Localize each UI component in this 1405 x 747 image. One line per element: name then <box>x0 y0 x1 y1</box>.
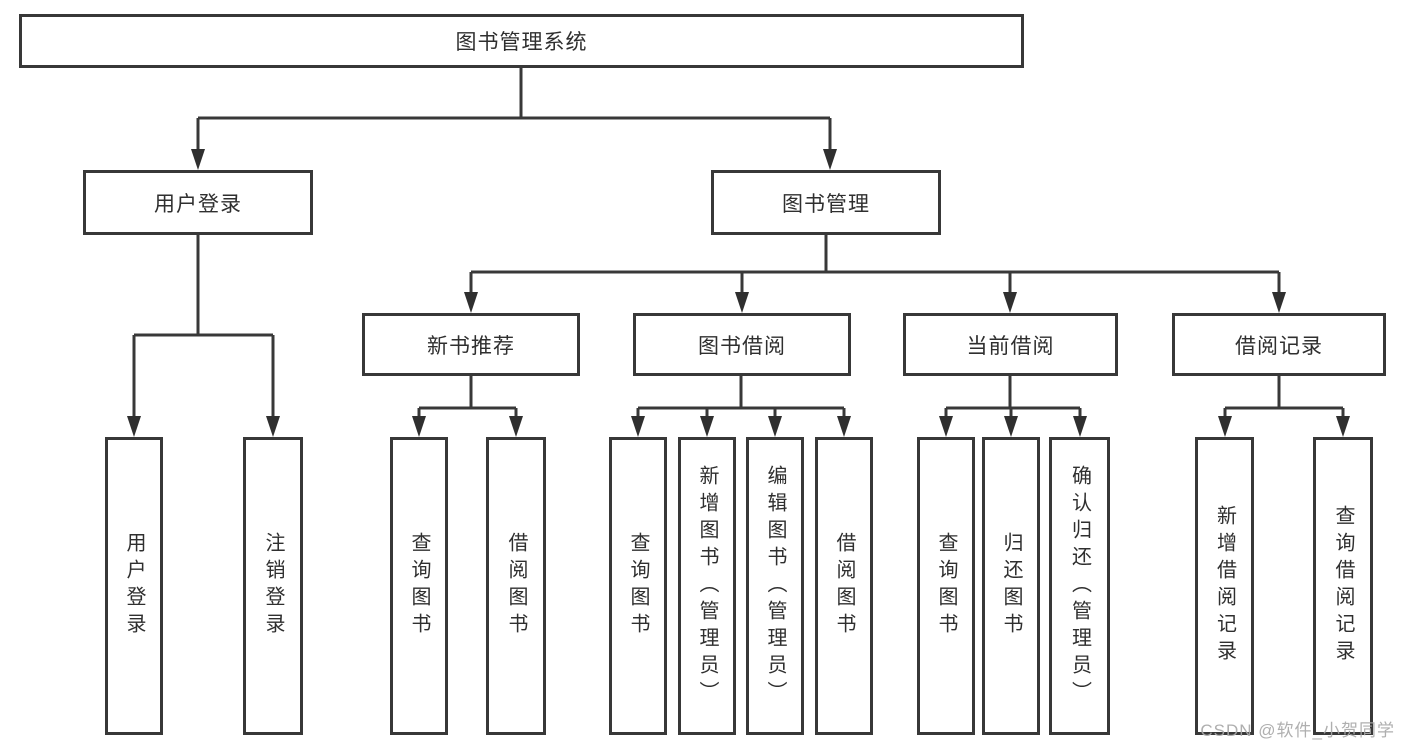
leaf-label: 新增图书（管理员） <box>696 464 718 708</box>
leaf-label: 查询图书 <box>408 532 430 640</box>
leaf-label: 查询图书 <box>935 532 957 640</box>
node-label: 借阅记录 <box>1235 334 1323 358</box>
arrowheads-current-borrow-subtree <box>939 416 1087 437</box>
leaf-user-login: 用户登录 <box>105 437 163 735</box>
leaf-label: 用户登录 <box>123 532 145 640</box>
leaf-query-books-current: 查询图书 <box>917 437 975 735</box>
leaf-label: 查询借阅记录 <box>1332 505 1354 667</box>
arrowheads-level2 <box>191 149 837 170</box>
leaf-query-books-borrow: 查询图书 <box>609 437 667 735</box>
leaf-confirm-return-admin: 确认归还（管理员） <box>1049 437 1110 735</box>
node-book-management: 图书管理 <box>711 170 941 235</box>
connector-user-login-subtree <box>132 235 275 419</box>
node-library-management-system: 图书管理系统 <box>19 14 1024 68</box>
connector-borrow-records-subtree <box>1223 376 1345 420</box>
leaf-label: 查询图书 <box>627 532 649 640</box>
leaf-label: 新增借阅记录 <box>1213 505 1236 667</box>
leaf-borrow-books: 借阅图书 <box>815 437 873 735</box>
leaf-query-books-recommend: 查询图书 <box>390 437 448 735</box>
node-label: 图书借阅 <box>698 334 786 358</box>
leaf-label: 归还图书 <box>1000 532 1022 640</box>
leaf-return-book: 归还图书 <box>982 437 1040 735</box>
node-label: 用户登录 <box>154 192 242 216</box>
node-user-login: 用户登录 <box>83 170 313 235</box>
arrowheads-new-book-subtree <box>412 416 523 437</box>
leaf-label: 借阅图书 <box>833 532 855 640</box>
arrowheads-borrow-records-subtree <box>1218 416 1350 437</box>
node-label: 图书管理 <box>782 192 870 216</box>
node-new-book-recommendation: 新书推荐 <box>362 313 580 376</box>
leaf-add-borrow-record: 新增借阅记录 <box>1195 437 1254 735</box>
leaf-label: 注销登录 <box>262 532 284 640</box>
leaf-edit-book-admin: 编辑图书（管理员） <box>746 437 804 735</box>
arrowheads-book-borrow-subtree <box>631 416 851 437</box>
leaf-logout: 注销登录 <box>243 437 303 735</box>
node-label: 当前借阅 <box>966 334 1055 358</box>
arrowheads-level3 <box>464 292 1286 313</box>
connector-book-mgmt-to-level3 <box>469 235 1281 296</box>
node-label: 图书管理系统 <box>455 31 588 54</box>
node-book-borrowing: 图书借阅 <box>633 313 851 376</box>
csdn-watermark: CSDN @软件_小贺同学 <box>1200 721 1395 740</box>
connector-current-borrow-subtree <box>944 376 1082 420</box>
node-label: 新书推荐 <box>427 334 515 358</box>
arrowheads-user-login-subtree <box>127 416 280 437</box>
connector-root-to-level2 <box>196 68 832 152</box>
leaf-label: 编辑图书（管理员） <box>764 464 786 708</box>
node-current-borrowing: 当前借阅 <box>903 313 1118 376</box>
connector-new-book-subtree <box>417 376 518 420</box>
node-borrowing-records: 借阅记录 <box>1172 313 1386 376</box>
leaf-label: 确认归还（管理员） <box>1068 464 1091 708</box>
connector-book-borrow-subtree <box>636 376 846 420</box>
leaf-label: 借阅图书 <box>505 532 527 640</box>
leaf-add-book-admin: 新增图书（管理员） <box>678 437 736 735</box>
leaf-borrow-books-recommend: 借阅图书 <box>486 437 546 735</box>
leaf-query-borrow-record: 查询借阅记录 <box>1313 437 1373 735</box>
